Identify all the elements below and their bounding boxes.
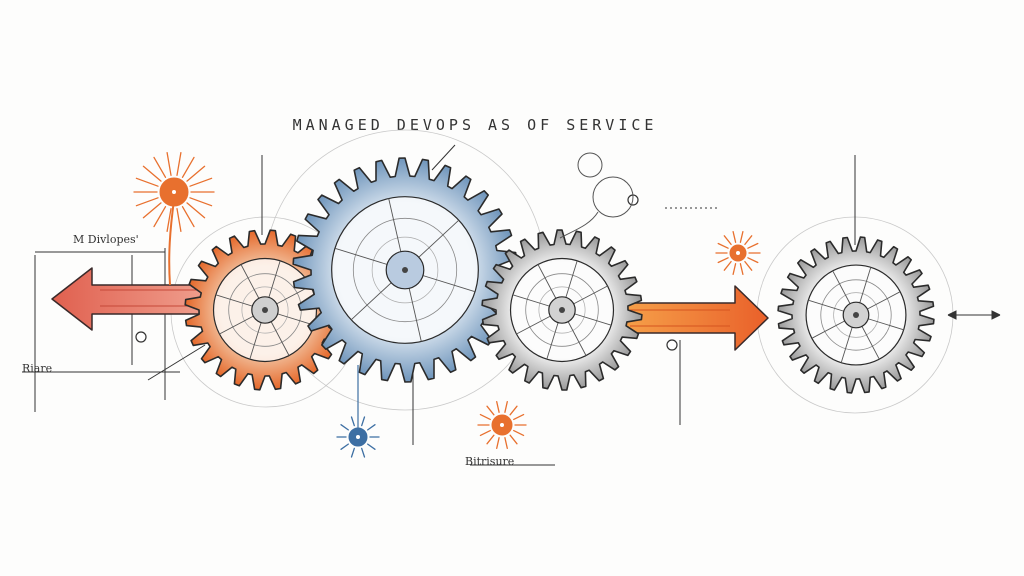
sun-blue-icon (336, 365, 380, 458)
gear-icon (777, 236, 935, 394)
gear-icon (481, 229, 643, 391)
sun-stem (168, 199, 175, 286)
leader-lines (22, 144, 1001, 466)
gear-icon (184, 229, 346, 391)
sun-orange-icon (133, 151, 215, 233)
sun-orange-icon (715, 230, 761, 276)
sun-orange-icon (477, 400, 527, 450)
arrow-right-icon (619, 285, 769, 351)
diagram-title: MANAGED DEVOPS AS OF SERVICE (292, 116, 658, 134)
balloon-sketch (559, 152, 634, 239)
connector-dots (135, 194, 678, 351)
label-top-left: M Divlopes' (73, 233, 139, 246)
gear-icon (292, 157, 518, 383)
